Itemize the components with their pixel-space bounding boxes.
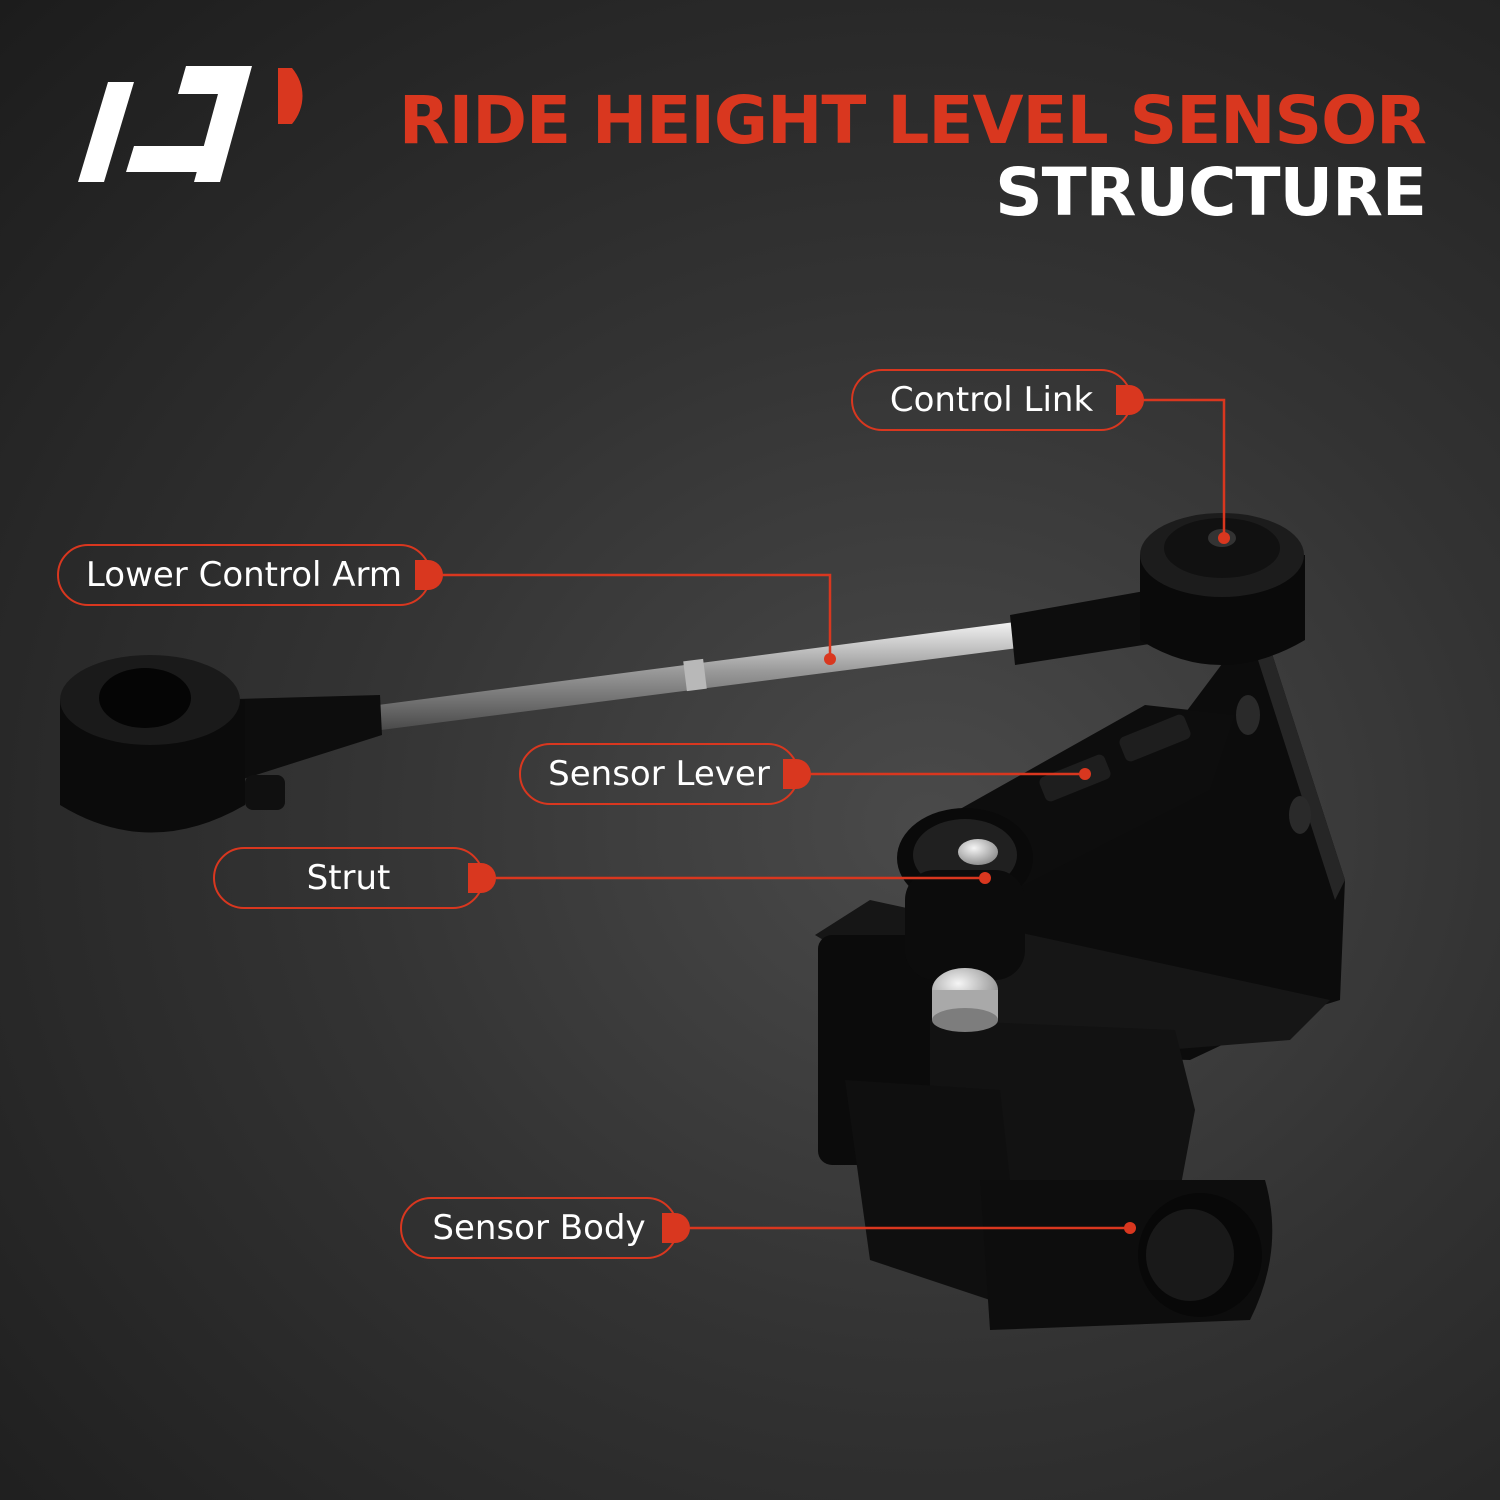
callout-tab	[783, 759, 811, 789]
callout-sensor-lever: Sensor Lever	[519, 743, 811, 805]
leader-dot-control-link	[1218, 532, 1230, 544]
leader-line-lower-control-arm	[431, 573, 832, 659]
callout-label: Strut	[306, 858, 391, 898]
leader-dot-lower-control-arm	[824, 653, 836, 665]
brand-logo-icon	[78, 66, 303, 182]
control-rod	[378, 622, 1018, 730]
callout-strut: Strut	[213, 847, 496, 909]
callout-label: Sensor Body	[432, 1208, 646, 1248]
callout-tab	[1116, 385, 1144, 415]
leader-dot-sensor-lever	[1079, 768, 1091, 780]
leader-dot-sensor-body	[1124, 1222, 1136, 1234]
leader-line-control-link	[1132, 398, 1226, 538]
strut-pivot	[905, 839, 1025, 1032]
callout-tab	[468, 863, 496, 893]
leader-lines	[431, 398, 1226, 1230]
callout-sensor-body: Sensor Body	[400, 1197, 690, 1259]
callout-label: Control Link	[889, 380, 1094, 420]
leader-dot-strut	[979, 872, 991, 884]
callout-tab	[662, 1213, 690, 1243]
callout-lower-control-arm: Lower Control Arm	[57, 544, 443, 606]
control-link-bushing	[1010, 513, 1305, 665]
callout-label: Lower Control Arm	[85, 555, 403, 595]
callout-tab	[415, 560, 443, 590]
callout-control-link: Control Link	[851, 369, 1144, 431]
callout-label: Sensor Lever	[548, 754, 770, 794]
lower-arm-bushing	[60, 655, 382, 833]
page-title: RIDE HEIGHT LEVEL SENSOR	[398, 82, 1427, 159]
leader-dots	[824, 532, 1230, 1234]
page-subtitle: STRUCTURE	[995, 154, 1427, 231]
